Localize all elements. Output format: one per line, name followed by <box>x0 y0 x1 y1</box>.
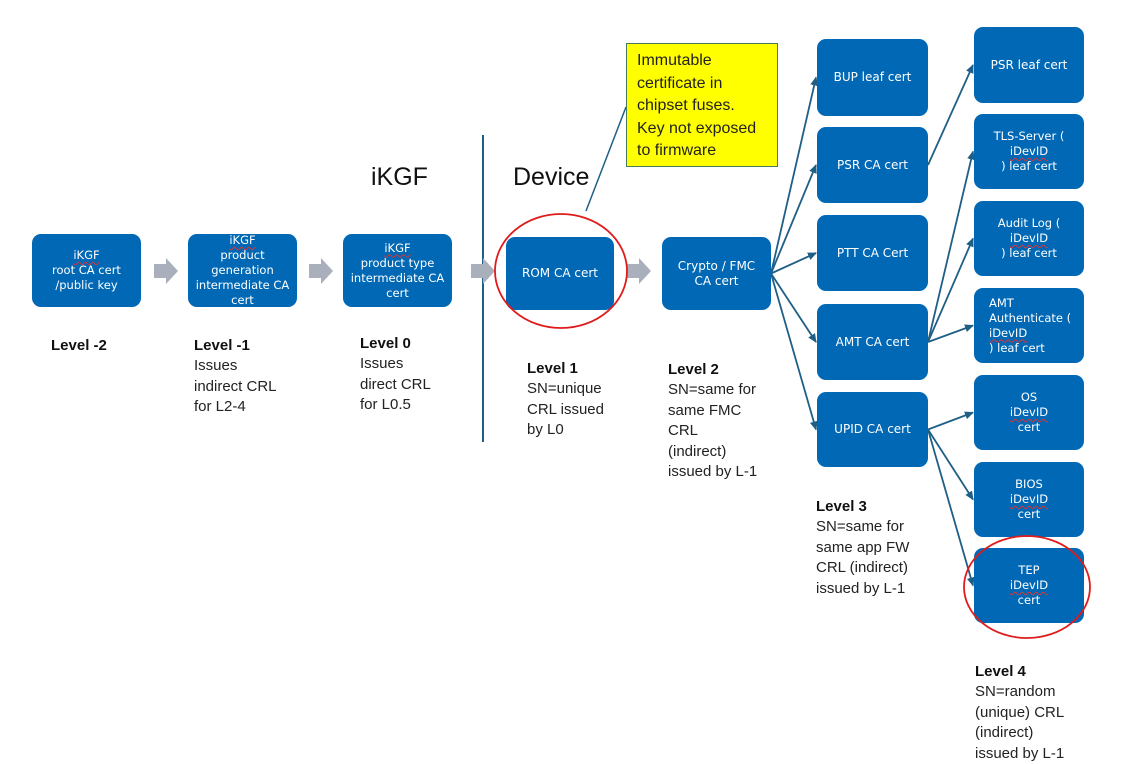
node-audit-log-leaf: Audit Log (iDevID) leaf cert <box>974 201 1084 276</box>
node-text: product generation intermediate CA cert <box>195 248 290 307</box>
level-title: Level -2 <box>51 336 107 354</box>
node-os-idevid: OS iDevID cert <box>974 375 1084 450</box>
node-bup-leaf: BUP leaf cert <box>817 39 928 116</box>
level-caption-1: Level 1 SN=unique CRL issued by L0 <box>527 338 604 441</box>
node-text: PSR leaf cert <box>990 57 1068 72</box>
node-text: iDevID <box>1009 578 1049 592</box>
node-upid-ca: UPID CA cert <box>817 392 928 467</box>
level-desc: SN=random (unique) CRL (indirect) issued… <box>975 683 1065 762</box>
node-text: iDevID <box>1009 492 1049 506</box>
block-arrow-root-gen <box>154 258 178 284</box>
section-label-device: Device <box>513 163 590 191</box>
node-text: TLS-Server ( <box>993 129 1065 143</box>
node-text: root CA cert /public key <box>52 263 121 292</box>
note-callout-line <box>585 106 627 212</box>
level-desc: SN=same for same app FW CRL (indirect) i… <box>816 518 910 597</box>
node-text: cert <box>1017 420 1041 434</box>
node-amt-ca: AMT CA cert <box>817 304 928 380</box>
connector-amt_ca-to-tls <box>927 150 976 343</box>
node-text: ) leaf cert <box>989 340 1045 355</box>
node-text: ) leaf cert <box>1001 159 1057 173</box>
node-text: AMT CA cert <box>835 334 910 349</box>
level-desc: SN=unique CRL issued by L0 <box>527 380 604 438</box>
connector-fmc-to-psr_ca <box>770 164 817 274</box>
node-text: iDevID <box>1009 405 1049 419</box>
level-title: Level 4 <box>975 662 1026 680</box>
node-psr-leaf: PSR leaf cert <box>974 27 1084 103</box>
node-text: ) leaf cert <box>1001 246 1057 260</box>
level-desc: Issues indirect CRL for L2-4 <box>194 357 277 415</box>
connector-fmc-to-bup <box>770 76 819 274</box>
connector-fmc-to-ptt <box>770 252 817 275</box>
node-text: iDevID <box>1009 231 1049 245</box>
node-text: cert <box>1017 507 1041 521</box>
node-amt-authenticate-leaf: AMT Authenticate (iDevID) leaf cert <box>974 288 1084 363</box>
node-text: product type intermediate CA cert <box>350 255 445 300</box>
level-caption-4: Level 4 SN=random (unique) CRL (indirect)… <box>975 641 1064 764</box>
node-text: cert <box>1017 593 1041 607</box>
connector-psr_ca-to-psr_leaf <box>927 64 974 166</box>
connector-upid-to-bios <box>927 429 974 501</box>
level-title: Level 1 <box>527 359 578 377</box>
connector-fmc-to-amt_ca <box>770 273 817 343</box>
level-title: Level -1 <box>194 336 250 354</box>
node-ikgf-generation-ca: iKGF product generation intermediate CA … <box>188 233 297 307</box>
node-text: iKGF <box>384 240 411 255</box>
node-rom-ca: ROM CA cert <box>506 237 614 310</box>
node-text: AMT Authenticate ( <box>989 295 1072 325</box>
level-title: Level 2 <box>668 360 719 378</box>
connector-fmc-to-upid <box>770 273 818 431</box>
level-title: Level 0 <box>360 334 411 352</box>
node-tep-idevid: TEP iDevID cert <box>974 548 1084 623</box>
level-caption-minus1: Level -1 Issues indirect CRL for L2-4 <box>194 315 277 418</box>
level-desc: SN=same for same FMC CRL (indirect) issu… <box>668 381 758 480</box>
node-bios-idevid: BIOS iDevID cert <box>974 462 1084 537</box>
level-caption-0: Level 0 Issues direct CRL for L0.5 <box>360 313 431 416</box>
level-caption-minus2: Level -2 <box>51 315 107 377</box>
connector-upid-to-tep <box>927 429 975 587</box>
node-text: OS <box>1020 390 1038 404</box>
node-tls-server-leaf: TLS-Server (iDevID) leaf cert <box>974 114 1084 189</box>
node-psr-ca: PSR CA cert <box>817 127 928 203</box>
node-text: BIOS <box>1015 477 1043 491</box>
node-ptt-ca: PTT CA Cert <box>817 215 928 291</box>
node-text: PTT CA Cert <box>836 245 909 260</box>
node-text: Audit Log ( <box>997 216 1061 230</box>
node-text: TEP <box>1018 563 1040 577</box>
level-desc: Issues direct CRL for L0.5 <box>360 355 431 413</box>
level-caption-2: Level 2 SN=same for same FMC CRL (indirec… <box>668 339 757 483</box>
node-text: UPID CA cert <box>834 422 911 436</box>
node-text: iKGF <box>73 248 100 262</box>
node-ikgf-type-ca: iKGF product type intermediate CA cert <box>343 234 452 307</box>
section-label-ikgf: iKGF <box>371 163 428 191</box>
node-text: ROM CA cert <box>522 266 598 280</box>
block-arrow-rom-fmc <box>627 258 651 284</box>
block-arrow-gen-type <box>309 258 333 284</box>
level-caption-3: Level 3 SN=same for same app FW CRL (indi… <box>816 476 909 599</box>
node-ikgf-root-ca: iKGF root CA cert /public key <box>32 234 141 307</box>
connector-amt_ca-to-audit <box>927 237 974 343</box>
block-arrow-type-rom <box>471 258 495 284</box>
node-text: PSR CA cert <box>836 157 909 172</box>
node-text: iKGF <box>229 233 256 247</box>
callout-note: Immutable certificate in chipset fuses. … <box>626 43 778 167</box>
level-title: Level 3 <box>816 497 867 515</box>
connector-upid-to-os <box>927 411 974 431</box>
connector-amt_ca-to-amt_auth <box>927 324 974 343</box>
node-text: BUP leaf cert <box>833 70 912 84</box>
node-crypto-fmc-ca: Crypto / FMC CA cert <box>662 237 771 310</box>
node-text: Crypto / FMC CA cert <box>677 258 756 288</box>
node-text: iDevID <box>1009 144 1049 158</box>
node-text: iDevID <box>989 325 1028 340</box>
